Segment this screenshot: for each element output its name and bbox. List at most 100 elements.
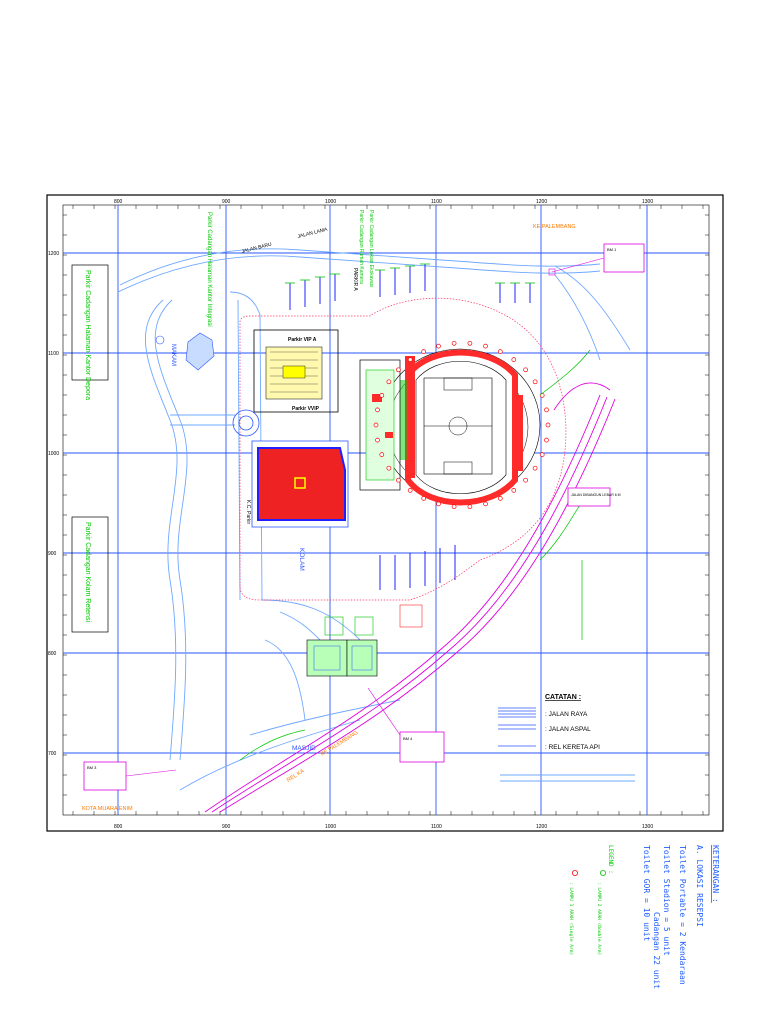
notes-line4: Toilet GOR = 10 unit [642,845,651,942]
grid-label-side-1000: 1000 [48,451,59,457]
lamp-marker [497,349,503,354]
lamp-marker [451,504,457,510]
lamp-marker [511,488,517,493]
stadium [359,348,541,506]
grid-label-top-1200: 1200 [536,199,547,205]
label-kota-muara: KOTA MUARA ENIM [82,806,133,812]
grid-label-top-900: 900 [222,199,231,205]
lamp-marker [483,343,488,349]
lamp-marker [544,407,549,413]
grid-label-side-800: 800 [48,651,57,657]
frame-ticks [63,205,709,815]
reserve-parking-boxes: Parkir Cadangan Halaman Kantor Depora Pa… [71,264,109,633]
catatan-item-3: : REL KERETA API [545,744,600,751]
label-kolam: KOLAM [298,548,305,571]
site-boundary [239,297,567,601]
grid-label-bottom-1300: 1300 [642,824,653,830]
lamp-marker [407,357,413,362]
drawing-frame [46,194,724,832]
label-parkir-vip-a: Parkir VIP A [288,337,317,343]
legend-green-marker [600,870,607,877]
legend-red-marker [572,870,579,877]
lamp-marker [396,477,401,483]
lamp-marker [436,343,441,349]
lamp-marker [386,379,392,385]
lamp-marker [539,452,545,457]
roundabout [232,409,260,437]
label-parkir-vip-b: Parkir VVIP [292,406,320,412]
catatan-item-1: : JALAN RAYA [545,711,588,718]
top-parking-caps [285,263,535,284]
lamp-marker [523,477,528,483]
grid-label-side-900: 900 [48,551,57,557]
grid-label-side-1100: 1100 [48,351,59,357]
lamp-marker [375,407,380,413]
grid-label-top-1000: 1000 [325,199,336,205]
roads [117,248,635,791]
south-parking-rows [379,545,456,590]
label-parkir-lokasi: Parkir Cadangan Lokasi Ekskavasi [368,210,374,287]
lamp-marker [396,367,401,373]
notes-heading: KETERANGAN : [711,845,720,903]
grid-label-side-1200: 1200 [48,251,59,257]
benchmark-label-1: BM 1 [607,247,617,252]
lamp-marker [544,437,549,443]
keterangan-notes: KETERANGAN : A. LOKASI RESEPSI Toilet Po… [568,845,720,989]
notes-line1: Toilet Portable = 2 Kendaraan [678,845,687,985]
lamp-marker [375,437,380,443]
grid-label-top-800: 800 [114,199,123,205]
lamp-marker [483,501,488,507]
lamp-marker [467,504,473,510]
lamp-marker [497,496,503,501]
label-parkir-kolam: Parkir Cadangan Kolam Retensi [84,522,91,622]
benchmark-label-3: BM 4 [403,736,413,741]
notes-legend: LEGEND : [607,845,614,874]
notes-line3: Cadangan 22 unit [652,912,661,989]
lamp-marker [407,488,413,493]
lamp-marker [523,367,528,373]
inner-frame [62,204,710,816]
lamp-marker [421,349,427,354]
lamp-marker [386,465,392,471]
grid-label-bottom-900: 900 [222,824,231,830]
lamp-marker [451,340,457,346]
grid-label-bottom-800: 800 [114,824,123,830]
vip-parking-a: Parkir VIP A Parkir VVIP [253,329,339,413]
label-makam: MAKAM [170,344,176,366]
top-parking-rows [289,264,531,310]
lamp-marker [379,393,385,398]
label-kc-parkir: K.C. Parkir [245,500,251,525]
label-dibangun: JALAN DIBANGUN LEBAR 6 M [571,493,621,497]
lamp-marker [545,422,551,428]
lamp-marker [532,379,538,385]
grid-label-side-700: 700 [48,751,57,757]
benchmark-label-2: BM 3 [87,765,97,770]
label-parkir-cadangan-halaman: Parkir Cadangan Halaman Kantor Integrasi [206,212,212,327]
lamp-marker [421,496,427,501]
grid-label-top-1100: 1100 [431,199,442,205]
lamp-marker [379,452,385,457]
benchmarks: BM 1 BM 3 BM 4 JALAN DIBANGUN LEBAR 6 M [83,243,645,791]
grid-label-top-1300: 1300 [642,199,653,205]
catatan-item-2: : JALAN ASPAL [545,726,591,733]
sport-fields [306,604,423,677]
lamp-marker [467,340,473,346]
makam-area: MAKAM [155,332,215,371]
label-parkir-a: PARKIR A [352,268,358,291]
grid-label-bottom-1000: 1000 [325,824,336,830]
grid-label-bottom-1100: 1100 [431,824,442,830]
bottom-road [239,349,591,761]
notes-legend-red: : LAMPU 1 ARAH (Single Arm) [568,882,574,955]
label-ke-palembang-top: KE PALEMBANG [533,224,576,230]
label-parkir-halaman: Parkir Cadangan Halaman Kantor Depora [84,270,91,400]
notes-line2: Toilet Stadion = 5 unit [662,845,671,956]
lamp-ring [373,340,551,510]
catatan-title: CATATAN : [545,694,581,701]
lamp-marker [373,422,379,428]
lamp-marker [511,357,517,362]
notes-legend-green: : LAMPU 2 ARAH (Double Arm) [596,882,602,955]
lamp-marker [532,465,538,471]
gor-parking-lot: K.C. Parkir [245,440,349,528]
catatan-legend: CATATAN : : JALAN RAYA : JALAN ASPAL : R… [498,694,600,751]
